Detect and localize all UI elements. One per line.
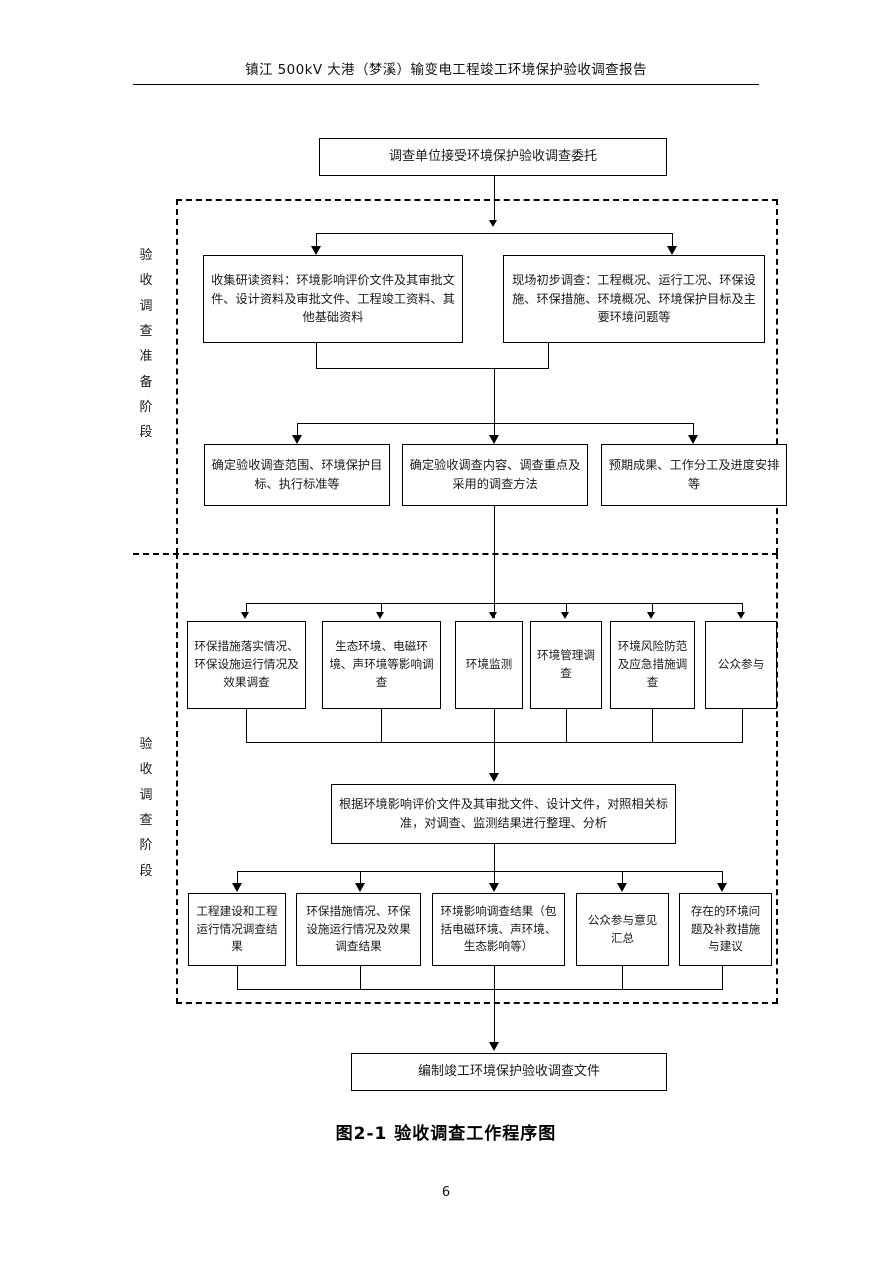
- connector-result-bar: [237, 871, 722, 872]
- arrow-result-4: [617, 883, 627, 892]
- connector-result-down-2: [360, 966, 361, 990]
- flow-box-prep-collect-data: 收集研读资料：环境影响评价文件及其审批文件、设计资料及审批文件、工程竣工资料、其…: [203, 255, 463, 343]
- connector-survey-down-2: [381, 709, 382, 743]
- arrow-prep-row2-left: [292, 435, 302, 444]
- connector-prep-to-survey: [494, 506, 495, 618]
- connector-result-br-5: [722, 871, 723, 885]
- connector-survey-down-1: [246, 709, 247, 743]
- arrow-result-1: [232, 883, 242, 892]
- flow-box-environmental-monitoring: 环境监测: [455, 621, 523, 709]
- connector-prep-row1-left-down: [316, 343, 317, 369]
- connector-survey-merge-down: [494, 709, 495, 776]
- connector-result-down-4: [622, 966, 623, 990]
- connector-survey-down-6: [742, 709, 743, 743]
- connector-prep-row1-left: [316, 233, 317, 249]
- flow-box-prep-site-survey: 现场初步调查：工程概况、运行工况、环保设施、环保措施、环境概况、环境保护目标及主…: [503, 255, 765, 343]
- connector-survey-br-2: [381, 603, 382, 615]
- arrow-survey-2: [376, 612, 384, 619]
- flow-box-risk-emergency: 环境风险防范及应急措施调查: [610, 621, 695, 709]
- page-header: 镇江 500kV 大港（梦溪）输变电工程竣工环境保护验收调查报告: [133, 58, 759, 85]
- connector-survey-down-5: [652, 709, 653, 743]
- arrow-survey-3: [489, 612, 497, 619]
- connector-prep-row1-bar: [316, 233, 672, 234]
- arrow-result-5: [717, 883, 727, 892]
- connector-result-down-1: [237, 966, 238, 990]
- connector-prep-row2-bar: [297, 423, 693, 424]
- stage-box-preparation: [176, 199, 778, 554]
- connector-prep-row2-right: [693, 423, 694, 437]
- figure-caption: 图2-1 验收调查工作程序图: [335, 1124, 557, 1144]
- flow-box-eco-emf-noise: 生态环境、电磁环境、声环境等影响调查: [322, 621, 441, 709]
- connector-result-br-1: [237, 871, 238, 885]
- connector-prep-row1-right: [672, 233, 673, 249]
- flow-box-result-impact-survey: 环境影响调查结果（包括电磁环境、声环境、生态影响等）: [432, 893, 565, 966]
- flow-box-start: 调查单位接受环境保护验收调查委托: [319, 138, 667, 176]
- arrow-survey-1: [241, 612, 249, 619]
- connector-survey-br-6: [742, 603, 743, 615]
- flow-box-result-construction-operation: 工程建设和工程运行情况调查结果: [188, 893, 286, 966]
- connector-survey-down-4: [566, 709, 567, 743]
- arrow-into-prep-split: [489, 220, 497, 227]
- connector-survey-br-1: [246, 603, 247, 615]
- connector-analysis-down: [494, 844, 495, 888]
- arrow-result-3: [489, 883, 499, 892]
- arrow-prep-row1-left: [311, 246, 321, 255]
- connector-result-merge-bar: [237, 989, 722, 990]
- connector-prep-merge-down: [494, 368, 495, 423]
- arrow-survey-4: [561, 612, 569, 619]
- flow-box-result-problems-suggestions: 存在的环境问题及补救措施与建议: [679, 893, 772, 966]
- arrow-survey-6: [737, 612, 745, 619]
- connector-prep-row2-mid: [494, 423, 495, 437]
- connector-result-down-5: [722, 966, 723, 990]
- flow-box-public-participation: 公众参与: [705, 621, 777, 709]
- connector-prep-merge-bar: [316, 368, 549, 369]
- connector-survey-bar: [246, 603, 743, 604]
- stage-label-investigation: 验 收 调 查 阶 段: [139, 737, 153, 879]
- arrow-result-2: [355, 883, 365, 892]
- connector-prep-row1-right-down: [548, 343, 549, 369]
- page-number: 6: [441, 1185, 451, 1200]
- flow-box-analysis: 根据环境影响评价文件及其审批文件、设计文件，对照相关标准，对调查、监测结果进行整…: [331, 784, 676, 844]
- connector-result-br-4: [622, 871, 623, 885]
- connector-result-br-2: [360, 871, 361, 885]
- flow-box-scope-targets: 确定验收调查范围、环境保护目标、执行标准等: [204, 444, 390, 506]
- connector-survey-br-5: [652, 603, 653, 615]
- arrow-into-end: [489, 1042, 499, 1051]
- flow-box-result-measures-facilities: 环保措施情况、环保设施运行情况及效果调查结果: [296, 893, 421, 966]
- arrow-into-analysis: [489, 773, 499, 782]
- flow-box-result-public-opinion: 公众参与意见汇总: [576, 893, 669, 966]
- connector-prep-row2-left: [297, 423, 298, 437]
- flow-box-end: 编制竣工环境保护验收调查文件: [351, 1053, 667, 1091]
- stage-label-preparation: 验 收 调 查 准 备 阶 段: [139, 248, 153, 441]
- flow-box-measures-implementation: 环保措施落实情况、环保设施运行情况及效果调查: [187, 621, 306, 709]
- arrow-prep-row2-right: [688, 435, 698, 444]
- header-title: 镇江 500kV 大港（梦溪）输变电工程竣工环境保护验收调查报告: [245, 62, 647, 78]
- flow-box-deliverables-schedule: 预期成果、工作分工及进度安排等: [601, 444, 787, 506]
- flow-box-environmental-management: 环境管理调查: [530, 621, 602, 709]
- arrow-survey-5: [647, 612, 655, 619]
- flow-box-content-methods: 确定验收调查内容、调查重点及采用的调查方法: [402, 444, 588, 506]
- connector-result-merge-down: [494, 966, 495, 1045]
- header-rule: [133, 84, 759, 85]
- arrow-prep-row2-mid: [489, 435, 499, 444]
- arrow-prep-row1-right: [667, 246, 677, 255]
- stage-box-investigation: [176, 553, 778, 1004]
- stage-divider: [133, 553, 778, 555]
- connector-survey-br-4: [566, 603, 567, 615]
